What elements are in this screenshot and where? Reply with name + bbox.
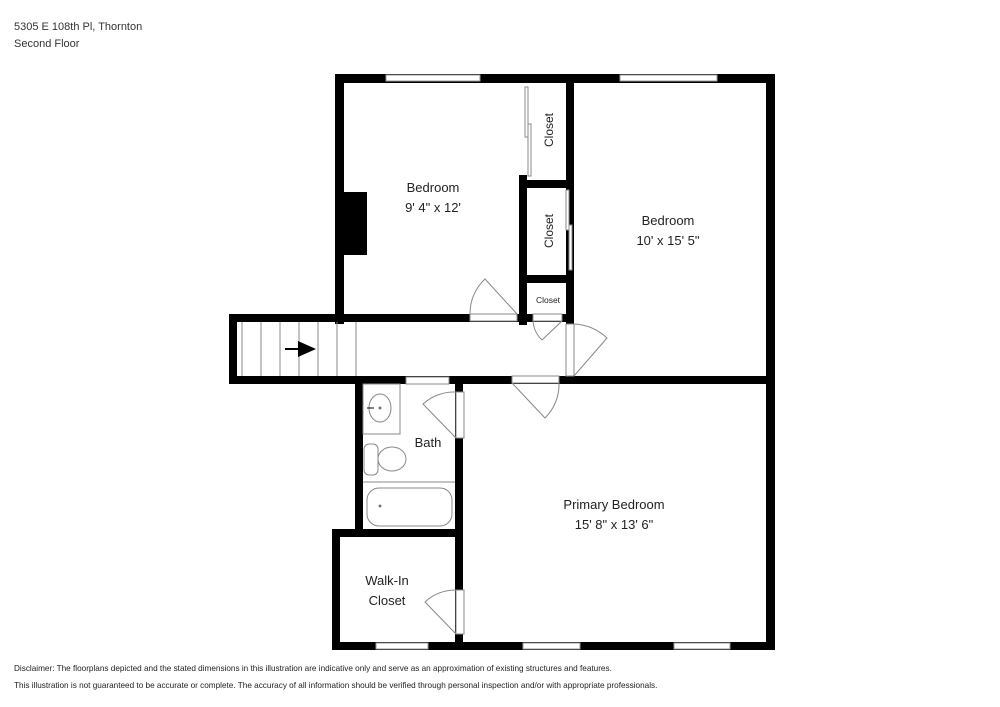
room-name-primary-bedroom: Primary Bedroom [563, 497, 664, 512]
walls [229, 74, 775, 650]
room-name-bedroom-2: Bedroom [407, 180, 460, 195]
room-name-walk-in-line2: Closet [369, 593, 406, 608]
disclaimer-line-2: This illustration is not guaranteed to b… [14, 681, 658, 690]
room-name-walk-in-line1: Walk-In [365, 573, 409, 588]
room-name-closet-small: Closet [536, 295, 561, 305]
floor-label: Second Floor [14, 38, 80, 50]
stair-arrow-icon [285, 341, 316, 357]
toilet-icon [377, 446, 407, 472]
bathtub-icon [366, 487, 453, 527]
room-name-bedroom-3: Bedroom [642, 213, 695, 228]
toilet-tank [363, 443, 379, 476]
disclaimer-line-1: Disclaimer: The floorplans depicted and … [14, 664, 612, 673]
room-name-closet-upper: Closet [542, 112, 556, 147]
bath-fixtures [362, 383, 455, 527]
property-address: 5305 E 108th Pl, Thornton [14, 21, 143, 33]
room-name-bath: Bath [415, 435, 442, 450]
vanity [362, 383, 401, 435]
windows [375, 74, 731, 650]
room-labels: Bedroom 9' 4" x 12' Bedroom 10' x 15' 5"… [365, 112, 700, 608]
room-name-closet-middle: Closet [542, 213, 556, 248]
room-dims-bedroom-3: 10' x 15' 5" [636, 233, 699, 248]
doors [405, 86, 608, 635]
room-dims-bedroom-2: 9' 4" x 12' [405, 200, 461, 215]
room-dims-primary-bedroom: 15' 8" x 13' 6" [575, 517, 654, 532]
